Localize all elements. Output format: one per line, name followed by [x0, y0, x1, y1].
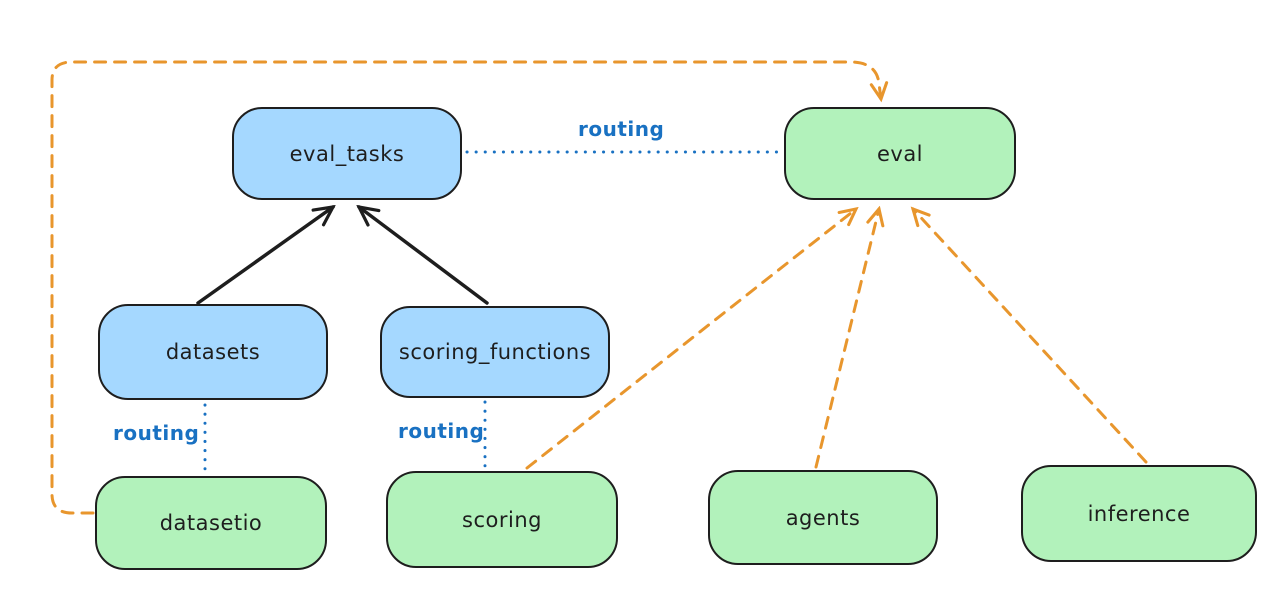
node-scoring-label: scoring [462, 507, 542, 532]
routing-label-datasets-datasetio: routing [113, 421, 200, 445]
edge-inference-to-eval [913, 209, 1148, 464]
node-datasets: datasets [98, 304, 328, 400]
routing-label-scoring-functions-scoring: routing [398, 419, 485, 443]
node-eval-tasks: eval_tasks [232, 107, 462, 200]
edge-agents-to-eval [814, 209, 879, 469]
node-eval-label: eval [876, 141, 924, 166]
node-datasets-label: datasets [165, 340, 261, 364]
edge-datasets-to-eval-tasks [196, 207, 333, 305]
node-scoring-functions: scoring_functions [380, 306, 610, 398]
node-scoring: scoring [386, 471, 618, 568]
node-agents: agents [708, 470, 938, 565]
node-eval-tasks-label: eval_tasks [289, 141, 405, 166]
node-agents-label: agents [785, 505, 861, 530]
node-datasetio: datasetio [95, 476, 327, 570]
node-inference: inference [1021, 465, 1257, 562]
node-datasetio-label: datasetio [159, 511, 263, 535]
edge-datasetio-to-eval [50, 60, 881, 515]
edge-scoring-to-eval [525, 209, 856, 470]
edge-scoring-functions-to-eval-tasks [359, 207, 489, 305]
node-inference-label: inference [1087, 501, 1191, 526]
node-scoring-functions-label: scoring_functions [398, 340, 592, 364]
node-eval: eval [784, 107, 1016, 200]
routing-label-eval-tasks-eval: routing [578, 117, 665, 141]
